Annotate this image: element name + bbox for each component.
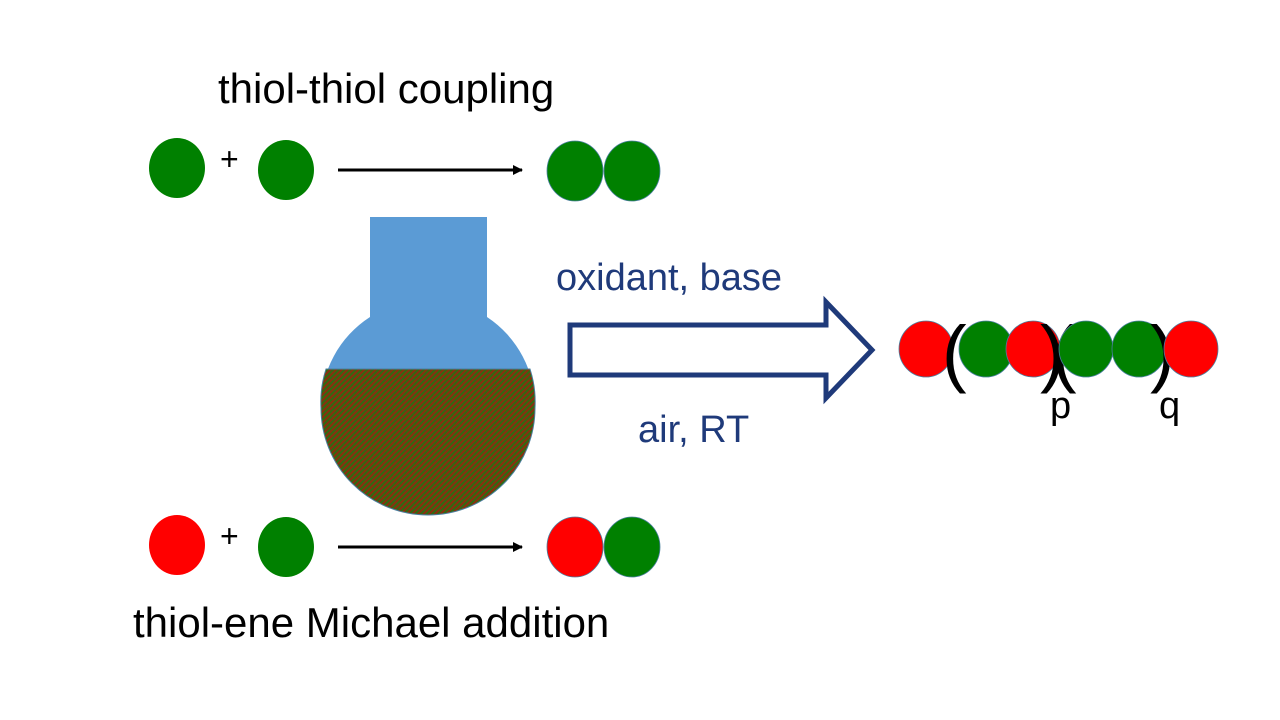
big-reaction-arrow bbox=[567, 295, 876, 405]
condition-above-arrow: oxidant, base bbox=[556, 257, 782, 299]
subscript-q: q bbox=[1159, 385, 1180, 427]
product-circle-green bbox=[546, 140, 604, 202]
subscript-p: p bbox=[1050, 385, 1071, 427]
polymer-circle-red bbox=[1163, 320, 1219, 378]
thiol-monomer-circle bbox=[149, 138, 205, 198]
thiol-monomer-circle bbox=[258, 517, 314, 577]
product-circle-green bbox=[603, 140, 661, 202]
polymer-circle-green bbox=[958, 320, 1014, 378]
top-reaction-title: thiol-thiol coupling bbox=[218, 65, 554, 112]
polymer-circle-green bbox=[1058, 320, 1114, 378]
polymer-circle-red bbox=[898, 320, 954, 378]
condition-below-arrow: air, RT bbox=[638, 409, 749, 451]
bottom-reaction-title: thiol-ene Michael addition bbox=[133, 599, 609, 646]
plus-sign-bottom: + bbox=[220, 518, 239, 554]
flask-icon bbox=[320, 217, 536, 516]
product-circle-red bbox=[546, 516, 604, 578]
thiol-monomer-circle bbox=[258, 140, 314, 200]
ene-monomer-circle bbox=[149, 515, 205, 575]
product-circle-green bbox=[603, 516, 661, 578]
plus-sign-top: + bbox=[220, 141, 239, 177]
